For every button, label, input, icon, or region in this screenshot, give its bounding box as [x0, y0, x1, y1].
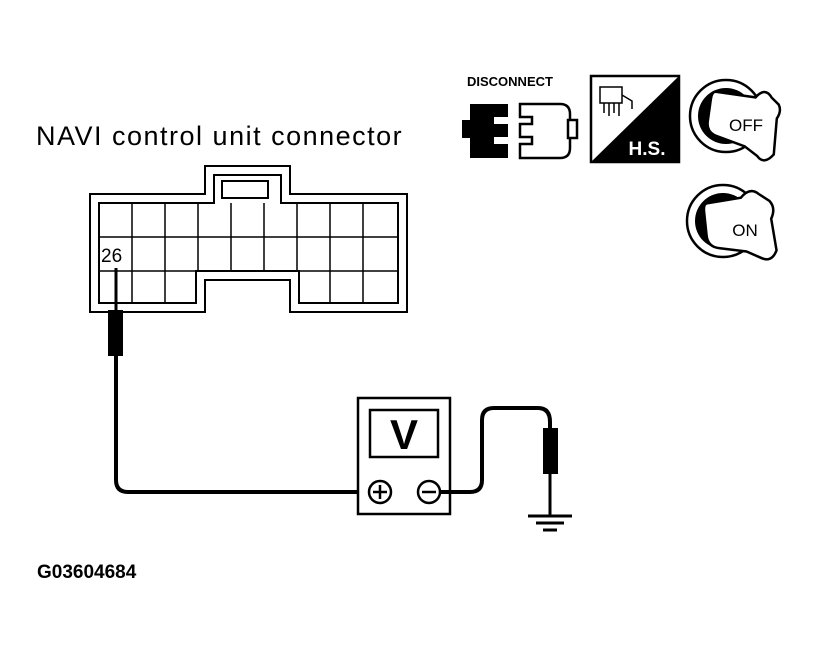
ignition-on-label: ON [732, 221, 758, 240]
positive-probe [108, 268, 123, 356]
ignition-on-key-icon: ON [685, 183, 778, 261]
harness-side-label: H.S. [629, 139, 666, 160]
disconnect-symbol: DISCONNECT [462, 74, 579, 160]
negative-lead-wire [440, 406, 552, 494]
connector-cavity-grid [99, 203, 398, 303]
disconnected-connector-icon [462, 102, 579, 160]
ignition-off-label: OFF [729, 116, 763, 135]
connector-latch [221, 180, 269, 199]
voltmeter: V [356, 396, 452, 516]
ignition-off-key-icon: OFF [688, 78, 782, 162]
voltmeter-label: V [390, 411, 418, 458]
ground-icon [528, 514, 572, 532]
connector-harness-icon [599, 86, 633, 116]
figure-code: G03604684 [37, 562, 137, 583]
connector-title: NAVI control unit connector [36, 121, 403, 151]
connector-housing [89, 165, 408, 313]
terminal-number: 26 [101, 246, 122, 267]
negative-terminal-icon [416, 479, 442, 505]
positive-lead-wire [114, 356, 368, 494]
positive-terminal-icon [367, 479, 393, 505]
harness-side-symbol: H.S. [589, 74, 681, 164]
negative-probe [543, 428, 558, 516]
disconnect-label: DISCONNECT [467, 74, 553, 89]
